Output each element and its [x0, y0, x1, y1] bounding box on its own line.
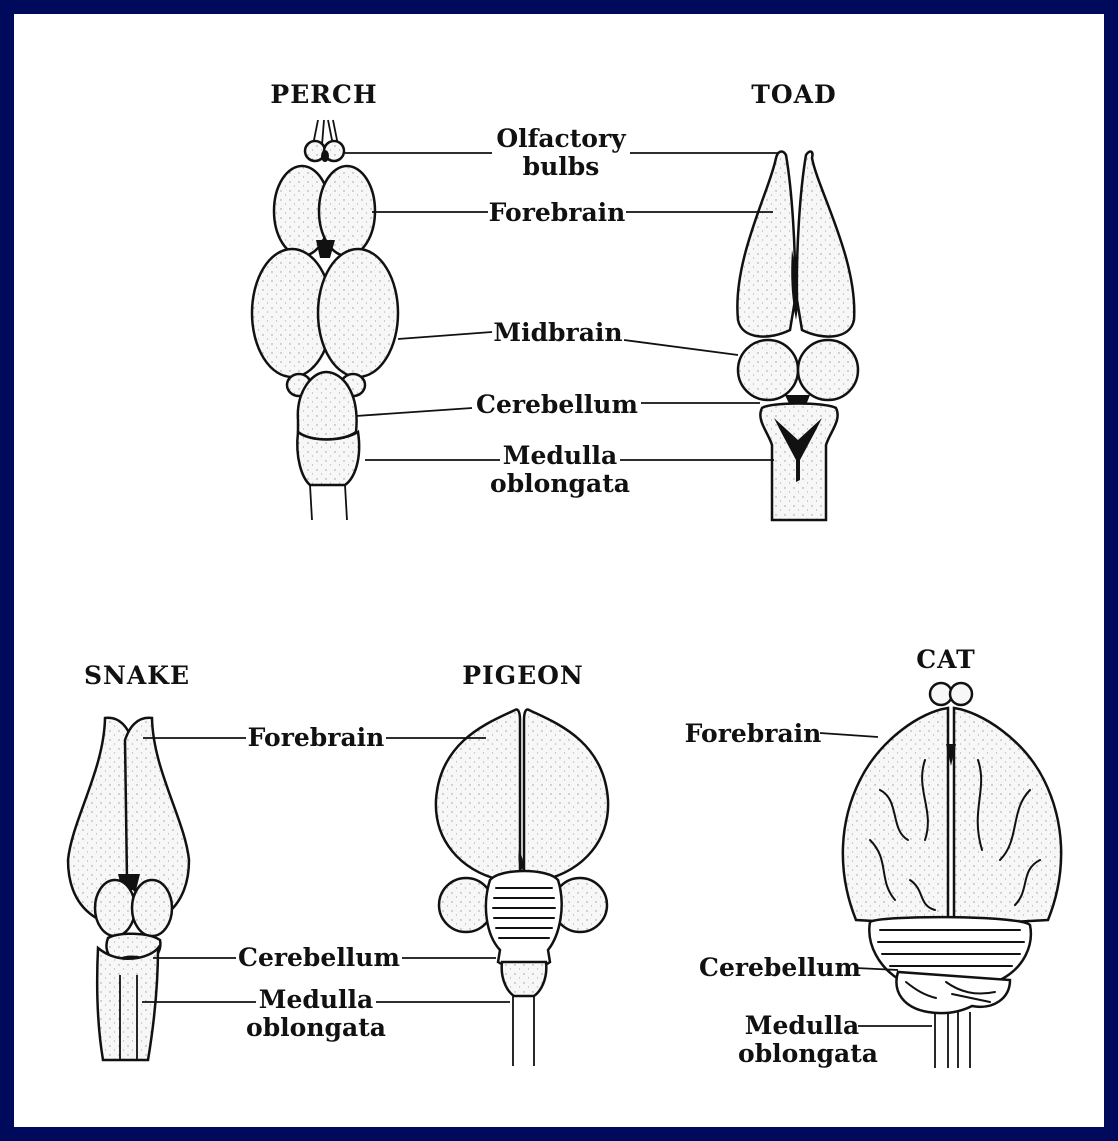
brain-comparison-diagram: PERCH TOAD SNAKE PIGEON CAT: [14, 14, 1104, 1127]
cerebellum-label-bottom: Cerebellum: [238, 943, 400, 972]
pigeon-title: PIGEON: [462, 661, 584, 690]
perch-title: PERCH: [270, 80, 377, 109]
toad-brain: [737, 152, 858, 520]
medulla-label-cat-line2: oblongata: [738, 1039, 878, 1068]
midbrain-label: Midbrain: [493, 318, 622, 347]
medulla-label-top-line2: oblongata: [490, 469, 630, 498]
bottom-labels: Forebrain Cerebellum Medulla oblongata: [238, 723, 400, 1042]
toad-title: TOAD: [751, 80, 836, 109]
figure-panel: PERCH TOAD SNAKE PIGEON CAT: [14, 14, 1104, 1127]
top-labels: Olfactory bulbs Forebrain Midbrain Cereb…: [476, 124, 638, 498]
medulla-label-bottom-line1: Medulla: [259, 985, 373, 1014]
snake-brain: [68, 718, 189, 1060]
forebrain-label-cat: Forebrain: [685, 719, 822, 748]
cerebellum-label-top: Cerebellum: [476, 390, 638, 419]
medulla-label-cat-line1: Medulla: [745, 1011, 859, 1040]
olfactory-label-line1: Olfactory: [496, 124, 627, 153]
medulla-label-bottom-line2: oblongata: [246, 1013, 386, 1042]
forebrain-label-top: Forebrain: [489, 198, 626, 227]
cerebellum-label-cat: Cerebellum: [699, 953, 861, 982]
forebrain-label-bottom: Forebrain: [248, 723, 385, 752]
medulla-label-top-line1: Medulla: [503, 441, 617, 470]
snake-title: SNAKE: [84, 661, 190, 690]
olfactory-label-line2: bulbs: [523, 152, 600, 181]
pigeon-brain: [436, 709, 608, 1066]
cat-title: CAT: [916, 645, 976, 674]
cat-brain: [843, 683, 1061, 1068]
